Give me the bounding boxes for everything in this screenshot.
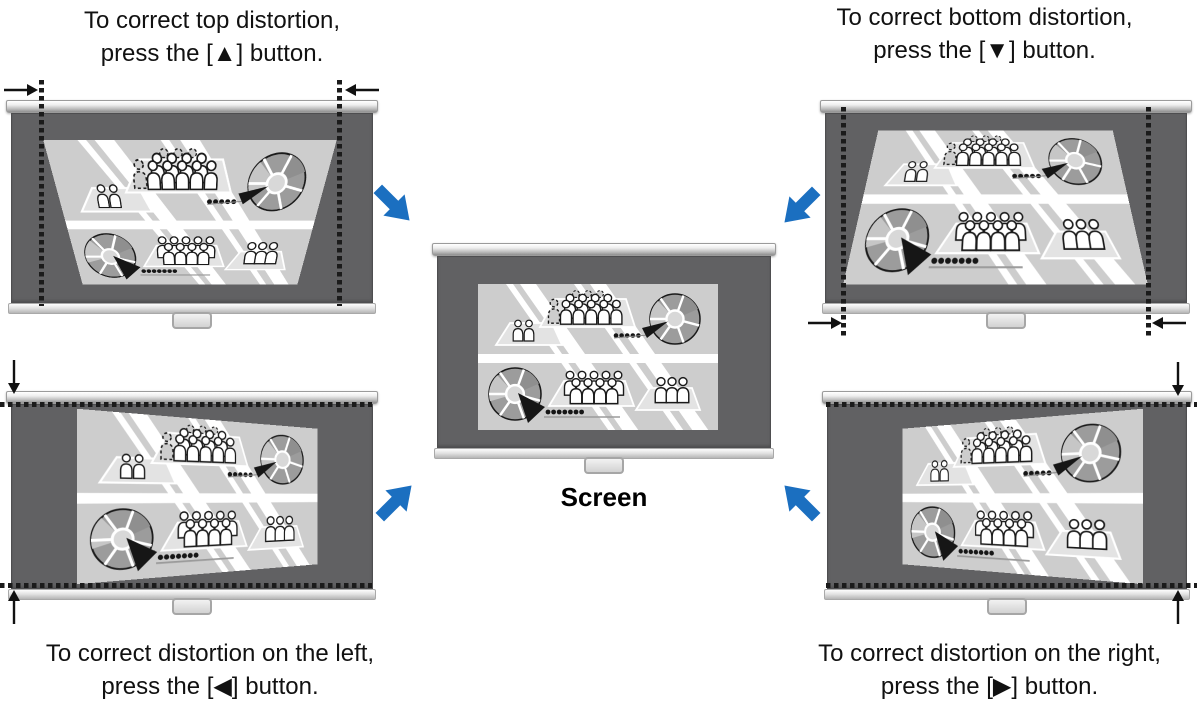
guide-dotted-line (826, 402, 1197, 407)
blue-arrow-up-right-icon (375, 485, 412, 522)
screen-surface (827, 404, 1187, 589)
caption-top-right: To correct bottom distortion, press the … (772, 1, 1197, 67)
guide-dotted-line (337, 80, 342, 306)
caption-bottom-right: To correct distortion on the right, pres… (782, 637, 1197, 703)
screen-surface (825, 113, 1187, 303)
guide-arrow-down-icon (1172, 362, 1184, 396)
caption-line: press the [◀] button. (101, 673, 319, 700)
guide-dotted-line (39, 80, 44, 306)
guide-dotted-line (0, 583, 372, 588)
guide-arrow-up-icon (1172, 590, 1184, 624)
guide-dotted-line (1146, 107, 1151, 336)
screen-roller (6, 100, 378, 113)
screen-roller (432, 243, 776, 256)
projected-image (43, 140, 336, 285)
guide-dotted-line (0, 402, 372, 407)
blue-arrow-down-right-icon (373, 184, 410, 221)
screen-surface (11, 113, 373, 303)
guide-arrow-left-icon (345, 84, 379, 96)
slide-graphic (43, 140, 336, 285)
guide-dotted-line (841, 107, 846, 336)
slide-graphic (843, 130, 1148, 284)
guide-arrow-up-icon (8, 590, 20, 624)
screen-surface (437, 256, 771, 448)
guide-arrow-right-icon (4, 84, 38, 96)
caption-line: To correct distortion on the left, (45, 640, 375, 667)
screen-surface (11, 404, 373, 589)
screen-label: Screen (560, 482, 648, 512)
caption-line: press the [▶] button. (880, 673, 1099, 700)
screen-handle (584, 457, 624, 474)
caption-bottom-left: To correct distortion on the left, press… (0, 637, 420, 703)
caption-line: press the [▲] button. (100, 40, 324, 67)
guide-dotted-line (826, 583, 1197, 588)
projection-screen-top-right (820, 100, 1192, 329)
projection-screen-center (432, 243, 776, 474)
projection-screen-bottom-right (822, 391, 1192, 615)
guide-arrow-right-icon (808, 317, 842, 329)
screen-handle (172, 598, 212, 615)
guide-arrow-down-icon (8, 360, 20, 394)
caption-line: To correct top distortion, (83, 7, 341, 34)
slide-graphic (77, 409, 317, 585)
caption-line: To correct distortion on the right, (818, 640, 1161, 667)
projected-image (77, 409, 317, 585)
screen-handle (987, 598, 1027, 615)
projected-image (843, 130, 1148, 284)
projected-image (478, 284, 718, 430)
screen-handle (986, 312, 1026, 329)
projected-image (903, 409, 1143, 585)
slide-graphic (903, 409, 1143, 585)
caption-top-left: To correct top distortion, press the [▲]… (0, 4, 424, 70)
projection-screen-top-left (6, 100, 378, 329)
caption-line: press the [▼] button. (873, 37, 1096, 64)
blue-arrow-down-left-icon (784, 186, 821, 223)
slide-graphic (478, 284, 718, 430)
blue-arrow-up-left-icon (784, 485, 821, 522)
projection-screen-bottom-left (6, 391, 378, 615)
screen-handle (172, 312, 212, 329)
caption-line: To correct bottom distortion, (836, 4, 1133, 31)
screen-roller (820, 100, 1192, 113)
guide-arrow-left-icon (1152, 317, 1186, 329)
